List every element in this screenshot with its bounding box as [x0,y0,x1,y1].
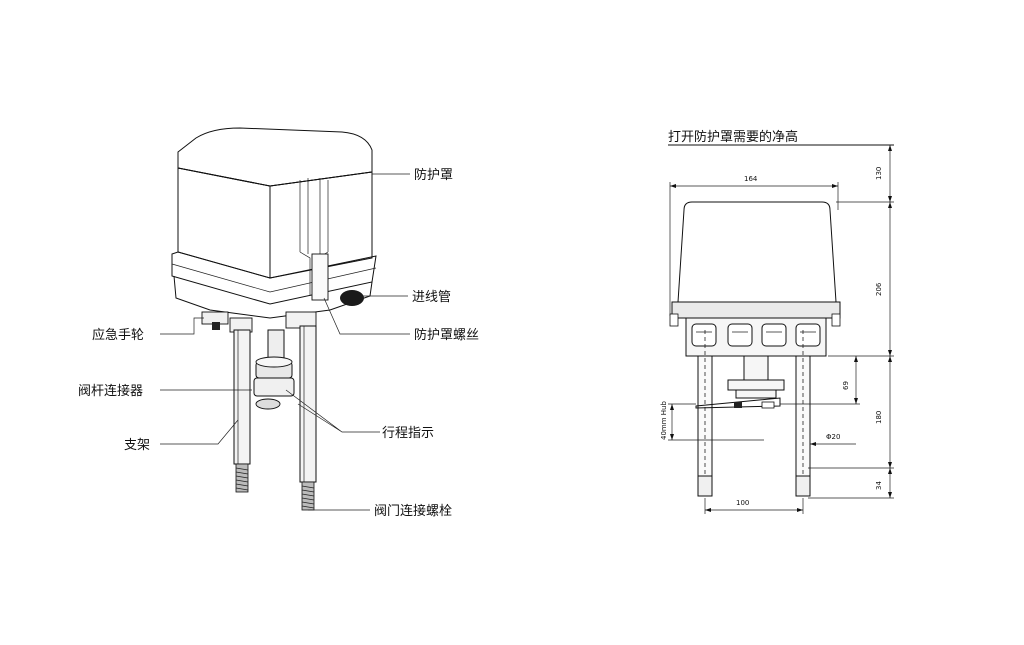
dim-bolt-length: 34 [875,481,883,490]
dim-diameter: Φ20 [826,433,840,441]
actuator-isometric [171,127,377,511]
label-conduit: 进线管 [412,290,451,305]
cable-glands [691,323,821,347]
left-thread [235,463,249,493]
label-cover-screw: 防护罩螺丝 [414,327,479,343]
label-stroke-indicator: 行程指示 [382,426,434,441]
label-handwheel: 应急手轮 [92,327,144,343]
leader-lines [160,173,410,511]
dim-hub: 40mm Hub [660,401,668,440]
front-view: 打开防护罩需要的净高 164 [660,129,894,514]
dim-connector: 69 [842,381,850,390]
view-title: 打开防护罩需要的净高 [668,129,798,145]
label-stem-connector: 阀杆连接器 [78,383,143,399]
dim-top-clearance: 130 [875,167,883,180]
right-thread [301,481,315,511]
dim-width: 164 [744,175,758,183]
label-valve-bolt: 阀门连接螺栓 [374,503,452,519]
dim-housing-height: 206 [875,282,883,296]
label-cover: 防护罩 [414,167,453,183]
dim-lower-height: 180 [875,411,883,424]
label-bracket: 支架 [124,438,150,453]
dim-spacing: 100 [736,499,749,507]
